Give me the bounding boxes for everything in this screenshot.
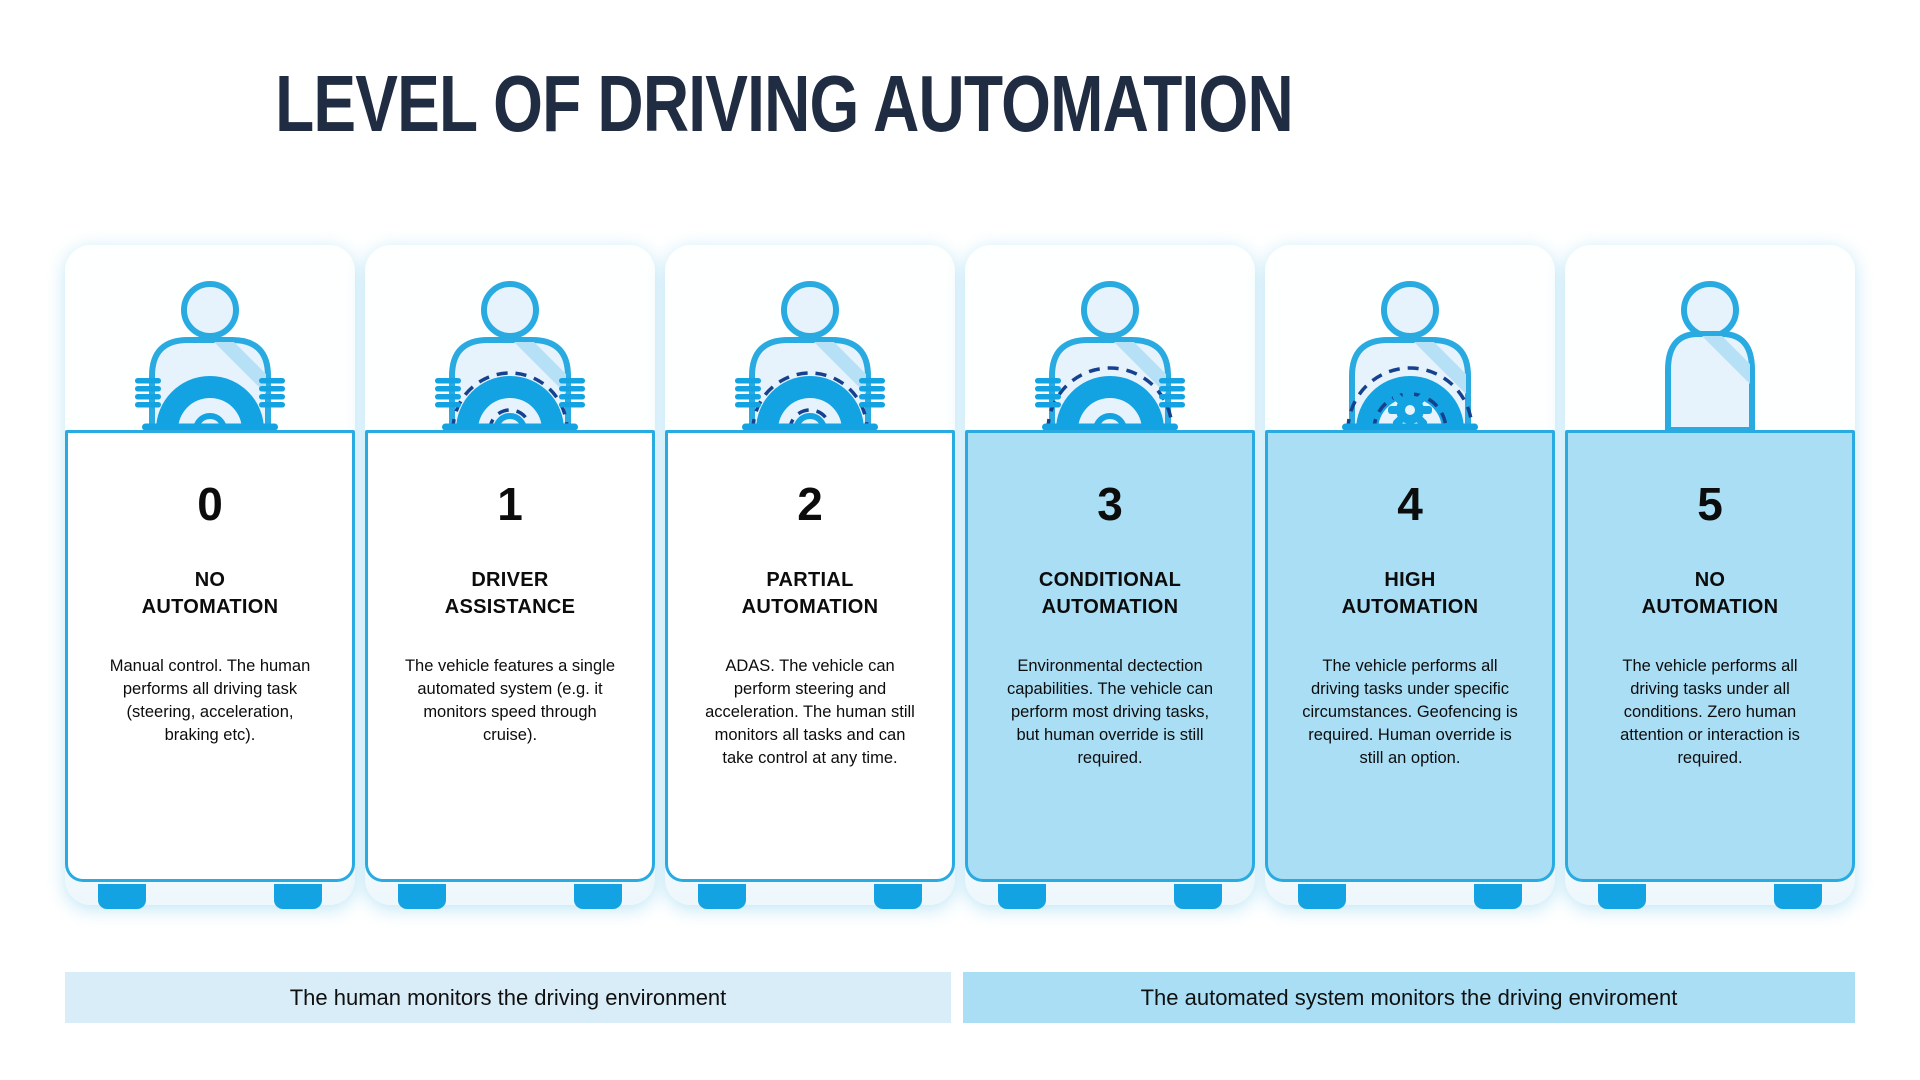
wheel-foot-right	[1774, 884, 1822, 909]
level-card-0: 0 NO AUTOMATION Manual control. The huma…	[65, 245, 355, 910]
wheel-foot-left	[998, 884, 1046, 909]
level-number: 5	[1697, 478, 1723, 530]
wheel-foot-right	[874, 884, 922, 909]
level-title: HIGH AUTOMATION	[1341, 569, 1479, 618]
level-title: DRIVER ASSISTANCE	[444, 569, 576, 618]
level-card-5: 5 NO AUTOMATION The vehicle performs all…	[1565, 245, 1855, 910]
driver-hands-wheel-dashed-icon	[430, 280, 590, 433]
level-title: NO AUTOMATION	[141, 569, 279, 618]
wheel-foot-left	[98, 884, 146, 909]
level-card-2: 2 PARTIAL AUTOMATION ADAS. The vehicle c…	[665, 245, 955, 910]
level-info-box: 1 DRIVER ASSISTANCE The vehicle features…	[365, 430, 655, 882]
level-description: Environmental dectection capabilities. T…	[1006, 657, 1214, 767]
level-info-box: 2 PARTIAL AUTOMATION ADAS. The vehicle c…	[665, 430, 955, 882]
wheel-foot-left	[1298, 884, 1346, 909]
driver-gear-dashed-icon	[1330, 280, 1490, 433]
level-description: The vehicle features a single automated …	[404, 657, 616, 744]
level-info-box: 0 NO AUTOMATION Manual control. The huma…	[65, 430, 355, 882]
level-number: 3	[1097, 478, 1123, 530]
banner-human-monitors: The human monitors the driving environme…	[65, 972, 951, 1023]
page-title: LEVEL OF DRIVING AUTOMATION	[275, 59, 1294, 148]
level-description: The vehicle performs all driving tasks u…	[1620, 657, 1800, 767]
banner-text: The human monitors the driving environme…	[289, 984, 727, 1010]
wheel-foot-left	[398, 884, 446, 909]
driver-hands-wheel-dashed-icon	[730, 280, 890, 433]
level-title: NO AUTOMATION	[1641, 569, 1779, 618]
level-number: 0	[197, 478, 223, 530]
level-number: 2	[797, 478, 823, 530]
wheel-foot-right	[274, 884, 322, 909]
wheel-foot-left	[698, 884, 746, 909]
level-info-box: 4 HIGH AUTOMATION The vehicle performs a…	[1265, 430, 1555, 882]
level-description: The vehicle performs all driving tasks u…	[1302, 657, 1518, 767]
level-info-box: 5 NO AUTOMATION The vehicle performs all…	[1565, 430, 1855, 882]
wheel-foot-right	[1174, 884, 1222, 909]
banner-automated-monitors: The automated system monitors the drivin…	[963, 972, 1855, 1023]
wheel-foot-left	[1598, 884, 1646, 909]
level-number: 1	[497, 478, 523, 530]
level-description: Manual control. The human performs all d…	[109, 657, 311, 744]
wheel-foot-right	[574, 884, 622, 909]
level-card-1: 1 DRIVER ASSISTANCE The vehicle features…	[365, 245, 655, 910]
driver-hands-wheel-icon	[130, 280, 290, 433]
level-title: PARTIAL AUTOMATION	[741, 569, 879, 618]
passenger-seatbelt-icon	[1630, 280, 1790, 433]
driver-hands-wheel-dashed-arc-icon	[1030, 280, 1190, 433]
level-description: ADAS. The vehicle can perform steering a…	[705, 657, 915, 767]
level-card-4: 4 HIGH AUTOMATION The vehicle performs a…	[1265, 245, 1555, 910]
level-card-3: 3 CONDITIONAL AUTOMATION Environmental d…	[965, 245, 1255, 910]
level-title: CONDITIONAL AUTOMATION	[1038, 569, 1182, 618]
level-number: 4	[1397, 478, 1423, 530]
banner-text: The automated system monitors the drivin…	[1140, 984, 1678, 1010]
wheel-foot-right	[1474, 884, 1522, 909]
level-info-box: 3 CONDITIONAL AUTOMATION Environmental d…	[965, 430, 1255, 882]
